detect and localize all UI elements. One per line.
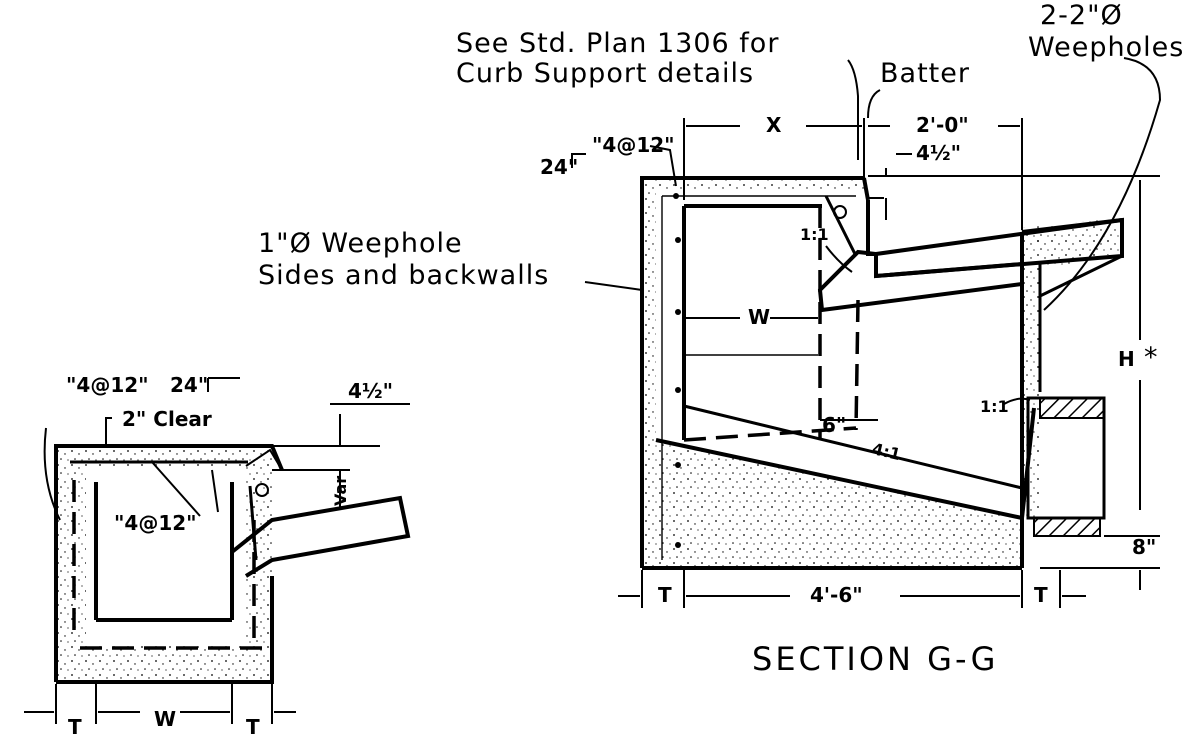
dim-t-right: T: [1034, 583, 1048, 607]
left-clear-label: 2" Clear: [122, 407, 212, 431]
floor-slope-lower: [655, 438, 1023, 520]
leader-1-1-lower: [1003, 397, 1031, 405]
batter-label: Batter: [880, 58, 970, 89]
left-section-view: "4@12" 24" 4½" 2" Clear Var "4@12" T W T: [24, 373, 411, 739]
left-outline: [54, 444, 284, 682]
left-dim-4half: 4½": [348, 379, 393, 403]
leader-side-weephole: [584, 281, 643, 291]
left-clear-leader: [105, 417, 112, 446]
left-side-rebar: [72, 480, 256, 640]
rebar-vertical-2: [854, 299, 860, 431]
bar-label: "4@12": [592, 133, 675, 157]
weepholes-line1: 2-2"Ø: [1040, 0, 1123, 31]
slope-1-1-lower: 1:1: [980, 397, 1009, 416]
curb-anchor: [824, 195, 858, 257]
bar-bend-mark: [571, 153, 586, 168]
dim-4half-label: 4½": [916, 141, 961, 165]
note-curb-line1: See Std. Plan 1306 for: [456, 28, 779, 59]
pipe-wall-top: [1039, 397, 1105, 419]
floor-slope-upper: [683, 404, 1023, 490]
leader-bar: [649, 145, 677, 187]
slab-top-right: [1021, 218, 1123, 234]
left-dim-t-left: T: [68, 715, 82, 739]
left-inner-leader: [151, 461, 219, 517]
leader-batter: [867, 89, 881, 119]
structure-outline-left: [640, 176, 864, 568]
dim-x-ext: [683, 118, 865, 200]
left-var-label: Var: [331, 476, 350, 506]
left-dim-w: W: [154, 707, 176, 731]
pipe-wall-bottom: [1033, 517, 1101, 537]
left-bottom-ext: [55, 684, 273, 724]
concrete-floor-fill: [656, 440, 1022, 568]
dim-2ft-line: [868, 118, 1023, 230]
leader-curb: [847, 59, 859, 160]
left-anchor: [248, 485, 258, 561]
side-weephole-line2: Sides and backwalls: [258, 260, 549, 291]
dim-x-label: X: [766, 113, 782, 137]
dim-4half-ext: [868, 175, 1160, 199]
pipe-front-edge: [1020, 407, 1036, 519]
slope-1-1-top: 1:1: [800, 225, 829, 244]
left-bar-label-top: "4@12": [66, 373, 149, 397]
section-title: SECTION G-G: [752, 640, 998, 678]
curb-support: [817, 249, 1024, 313]
h-star: *: [1144, 342, 1159, 373]
curb-face: [866, 200, 876, 256]
left-curb-top: [245, 448, 283, 471]
dim-width: 4'-6": [810, 583, 863, 607]
rebar-bottom: [683, 426, 857, 442]
left-inner-box: [94, 482, 234, 622]
left-bar-length-top: 24": [170, 373, 208, 397]
dim-2ft-label: 2'-0": [916, 113, 969, 137]
left-concrete: [56, 446, 272, 682]
weepholes-line2: Weepholes: [1028, 32, 1184, 63]
left-road-slab: [230, 495, 411, 578]
dim-6-label: 6": [822, 413, 846, 437]
left-bar-leader: [43, 427, 61, 521]
bar-length: 24": [540, 155, 578, 179]
dim-8-label: 8": [1132, 535, 1156, 559]
dim-h-label: H: [1118, 347, 1135, 371]
leader-weepholes: [1043, 57, 1162, 311]
left-bar-bend: [207, 377, 240, 392]
dim-w-label: W: [748, 305, 770, 329]
slope-4-1: 4:1: [870, 439, 902, 464]
note-curb-line2: Curb Support details: [456, 58, 754, 89]
leader-1-1: [825, 245, 853, 273]
left-dim-ext: [272, 414, 380, 510]
bottom-dim-ext: [641, 570, 1061, 608]
dim-t-left: T: [658, 583, 672, 607]
side-weephole-line1: 1"Ø Weephole: [258, 228, 463, 259]
left-dim-t-right: T: [246, 715, 260, 739]
curb-top-edge: [862, 177, 870, 201]
slab-chamfer: [1039, 254, 1123, 298]
left-bar-label-inner: "4@12": [114, 511, 197, 535]
left-bottom: [56, 576, 274, 684]
section-g-g-view: See Std. Plan 1306 for Curb Support deta…: [258, 0, 1184, 678]
dim-8-ext: [1040, 535, 1160, 590]
